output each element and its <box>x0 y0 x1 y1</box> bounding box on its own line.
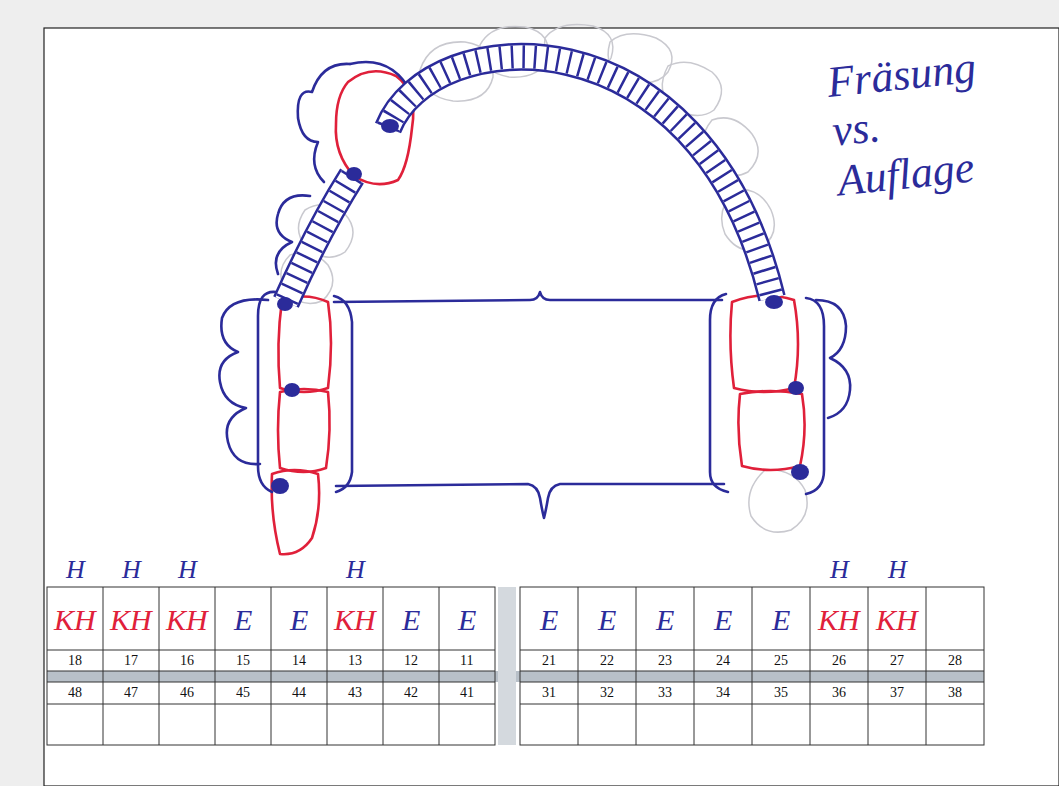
tooth-number: 23 <box>658 654 672 668</box>
treatment-code: E <box>656 605 674 635</box>
tooth-number: 17 <box>124 654 138 668</box>
retention-mark: H <box>66 557 85 583</box>
tooth-number: 15 <box>236 654 250 668</box>
tooth-number: 43 <box>348 686 362 700</box>
tooth-number: 12 <box>404 654 418 668</box>
tooth-number: 41 <box>460 686 474 700</box>
tooth-number: 34 <box>716 686 730 700</box>
retention-mark: H <box>888 557 907 583</box>
treatment-code: KH <box>54 605 96 635</box>
tooth-number: 18 <box>68 654 82 668</box>
tooth-number: 14 <box>292 654 306 668</box>
tooth-number: 36 <box>832 686 846 700</box>
tooth-number: 37 <box>890 686 904 700</box>
tooth-number: 25 <box>774 654 788 668</box>
treatment-code: E <box>772 605 790 635</box>
tooth-number: 22 <box>600 654 614 668</box>
tooth-number: 32 <box>600 686 614 700</box>
tooth-number: 26 <box>832 654 846 668</box>
tooth-chart-grid <box>47 587 984 745</box>
tooth-number: 16 <box>180 654 194 668</box>
treatment-code: E <box>290 605 308 635</box>
retention-mark: H <box>830 557 849 583</box>
tooth-number: 28 <box>948 654 962 668</box>
tooth-number: 48 <box>68 686 82 700</box>
treatment-code: E <box>402 605 420 635</box>
treatment-code: E <box>458 605 476 635</box>
retention-mark: H <box>346 557 365 583</box>
tooth-number: 47 <box>124 686 138 700</box>
treatment-code: KH <box>166 605 208 635</box>
tooth-number: 11 <box>460 654 473 668</box>
treatment-code: KH <box>334 605 376 635</box>
handwritten-note: Fräsung vs. Auflage <box>825 38 1029 205</box>
retention-mark: H <box>122 557 141 583</box>
tooth-number: 46 <box>180 686 194 700</box>
tooth-number: 42 <box>404 686 418 700</box>
tooth-number: 31 <box>542 686 556 700</box>
treatment-code: E <box>540 605 558 635</box>
tooth-number: 21 <box>542 654 556 668</box>
treatment-code: E <box>714 605 732 635</box>
treatment-code: KH <box>818 605 860 635</box>
retention-mark: H <box>178 557 197 583</box>
tooth-number: 33 <box>658 686 672 700</box>
treatment-code: E <box>234 605 252 635</box>
tooth-number: 38 <box>948 686 962 700</box>
tooth-number: 27 <box>890 654 904 668</box>
tooth-number: 24 <box>716 654 730 668</box>
tooth-number: 13 <box>348 654 362 668</box>
treatment-code: E <box>598 605 616 635</box>
tooth-number: 35 <box>774 686 788 700</box>
treatment-code: KH <box>876 605 918 635</box>
tooth-number: 45 <box>236 686 250 700</box>
tooth-number: 44 <box>292 686 306 700</box>
treatment-code: KH <box>110 605 152 635</box>
